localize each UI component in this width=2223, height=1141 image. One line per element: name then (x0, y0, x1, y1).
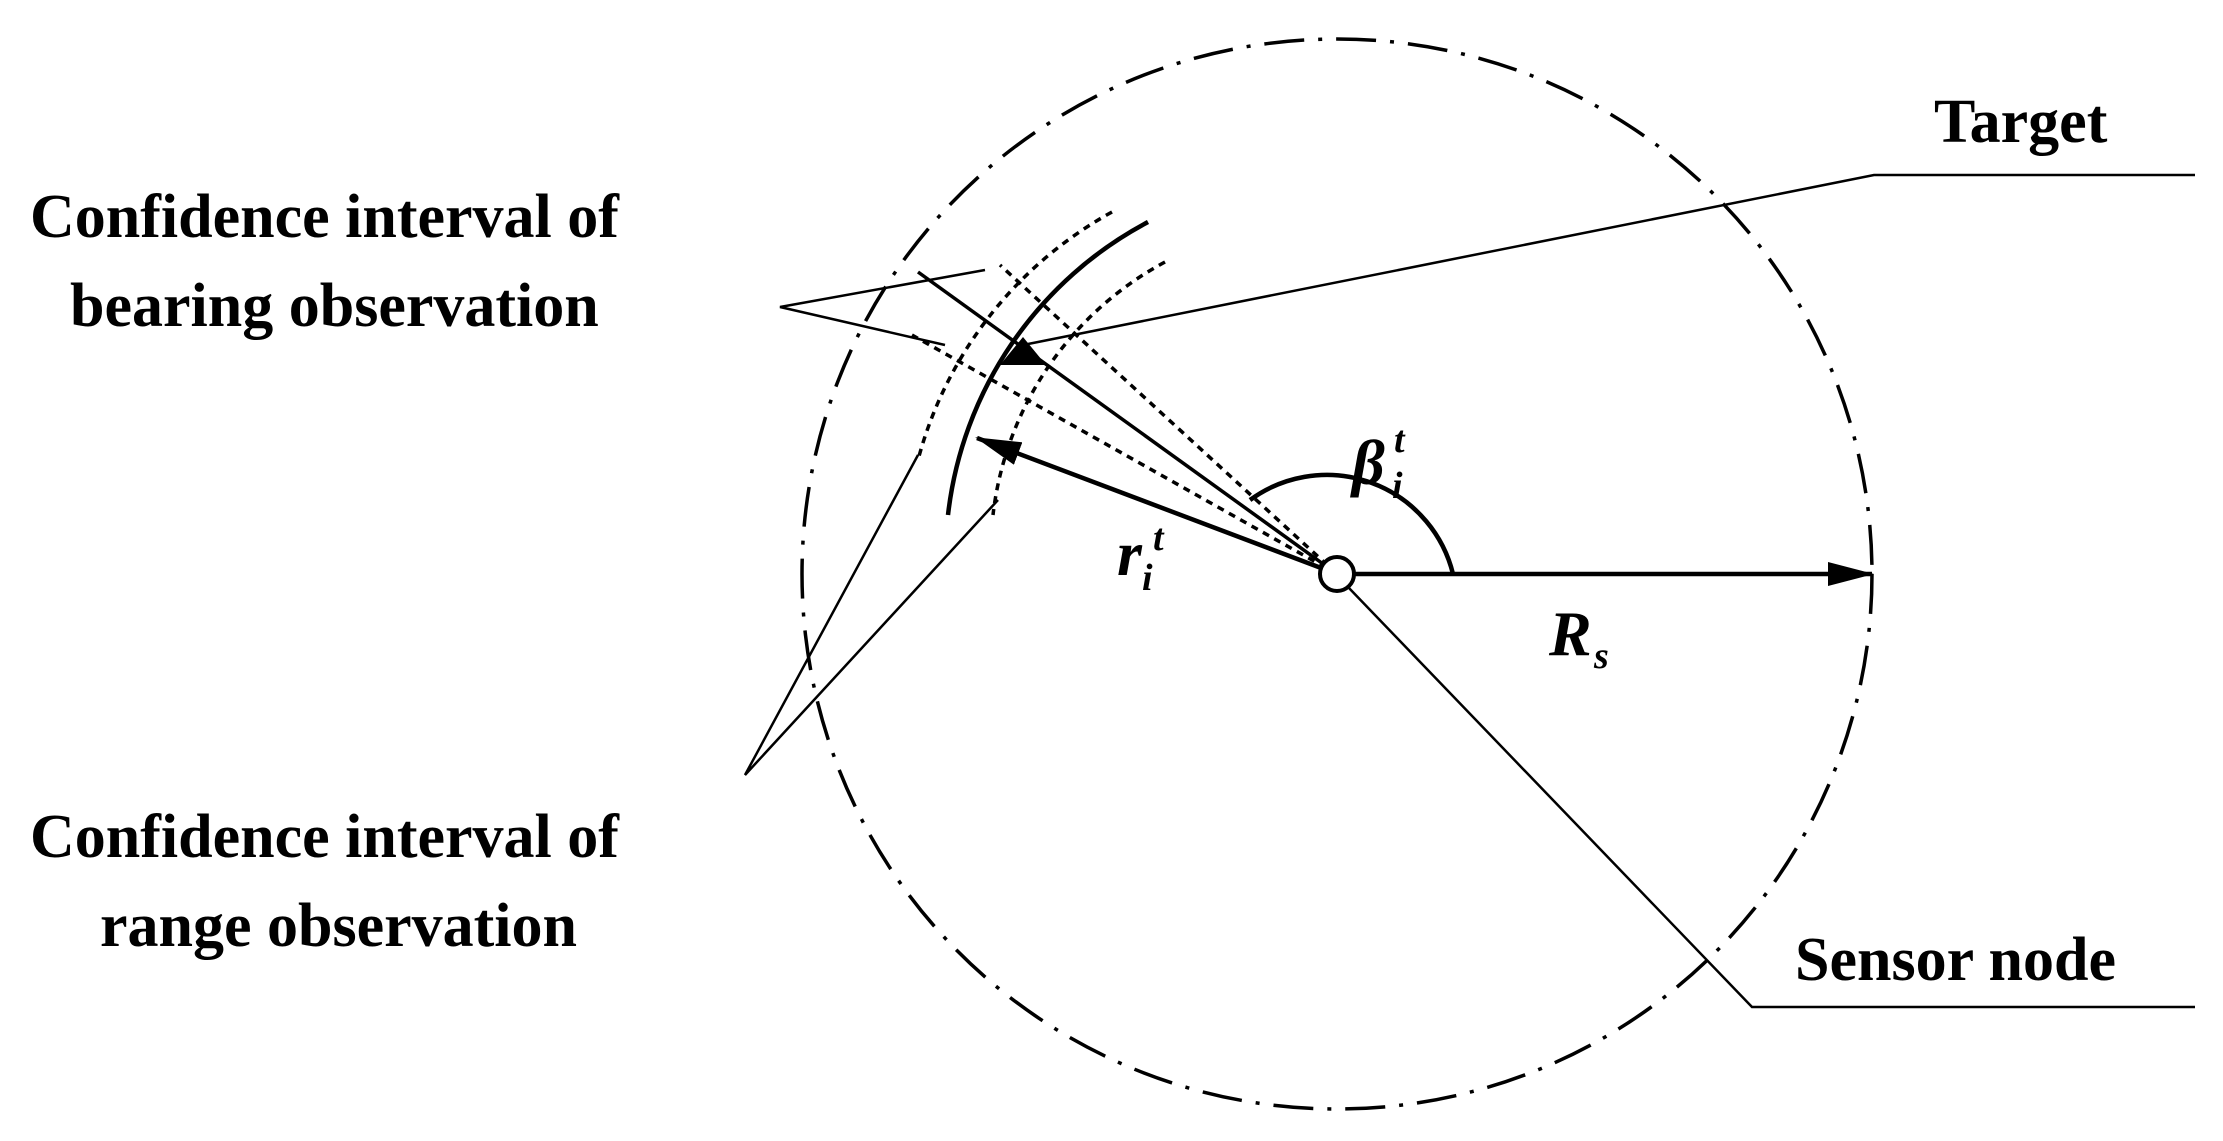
range-ci-outer-arc (916, 210, 1113, 461)
target-marker-icon (1000, 337, 1046, 365)
svg-text:s: s (1593, 635, 1609, 677)
r-symbol: r i t (1117, 517, 1165, 599)
rs-symbol: R s (1548, 598, 1609, 677)
bearing-angle-arc (1248, 472, 1456, 575)
svg-text:r: r (1117, 518, 1143, 589)
svg-text:i: i (1392, 465, 1403, 507)
range-observation-arc (945, 220, 1150, 516)
bearing-ci-leader-lines (779, 268, 986, 347)
bearing-line (916, 270, 1339, 576)
bearing-ci-label-line2: bearing observation (70, 272, 599, 340)
svg-text:β: β (1350, 427, 1385, 498)
range-ci-label-line1: Confidence interval of (30, 803, 620, 871)
svg-text:t: t (1153, 517, 1165, 559)
range-ci-leader-lines (743, 454, 999, 776)
svg-text:t: t (1394, 419, 1406, 461)
svg-text:R: R (1548, 598, 1592, 669)
svg-text:i: i (1142, 557, 1153, 599)
bearing-ci-lower-line (911, 333, 1338, 576)
range-ci-label-line2: range observation (100, 892, 577, 960)
target-leader-line (1022, 173, 2195, 347)
range-vector-arrow (975, 435, 1338, 577)
beta-symbol: β i t (1350, 419, 1406, 507)
bearing-ci-upper-line (998, 263, 1339, 576)
sensor-node-icon (1318, 555, 1356, 593)
bearing-ci-label-line1: Confidence interval of (30, 183, 620, 251)
sensor-node-leader-line (1347, 586, 2195, 1009)
target-label: Target (1934, 88, 2108, 156)
sensor-node-label: Sensor node (1795, 926, 2116, 994)
